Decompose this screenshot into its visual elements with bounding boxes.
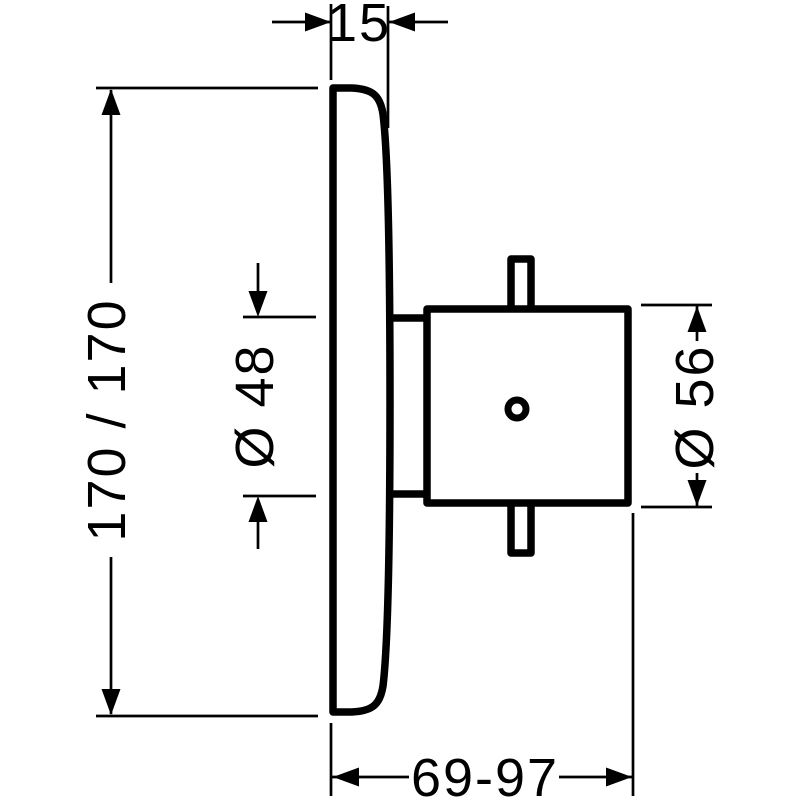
handle-tab-bottom	[507, 501, 535, 557]
sleeve-diameter-label: Ø 48	[225, 343, 285, 468]
arrow-left-icon	[333, 767, 359, 787]
dimensions: 15 170 / 170 Ø 48	[77, 0, 725, 800]
handle-tab-top	[507, 255, 535, 311]
dimension-plate-thickness: 15	[272, 0, 448, 128]
arrow-down-icon	[101, 689, 121, 715]
dimension-handle-diameter: Ø 56	[641, 303, 725, 509]
plate-size-label: 170 / 170	[77, 298, 137, 541]
installation-depth-label: 69-97	[411, 748, 559, 800]
dimension-installation-depth: 69-97	[329, 513, 635, 800]
valve-side-view	[329, 84, 632, 716]
arrow-up-icon	[101, 89, 121, 115]
arrow-right-icon	[305, 12, 331, 32]
dimension-plate-size: 170 / 170	[77, 86, 318, 718]
arrow-down-icon	[248, 291, 268, 317]
arrow-left-icon	[389, 12, 415, 32]
handle-screw-hole	[504, 396, 530, 422]
dimension-sleeve-diameter: Ø 48	[225, 263, 316, 549]
arrow-up-icon	[248, 496, 268, 522]
handle-diameter-label: Ø 56	[665, 344, 725, 469]
arrow-right-icon	[606, 767, 632, 787]
arrow-up-icon	[687, 306, 707, 332]
plate-thickness-label: 15	[327, 0, 391, 53]
escutcheon-plate	[329, 84, 394, 716]
arrow-down-icon	[687, 480, 707, 506]
